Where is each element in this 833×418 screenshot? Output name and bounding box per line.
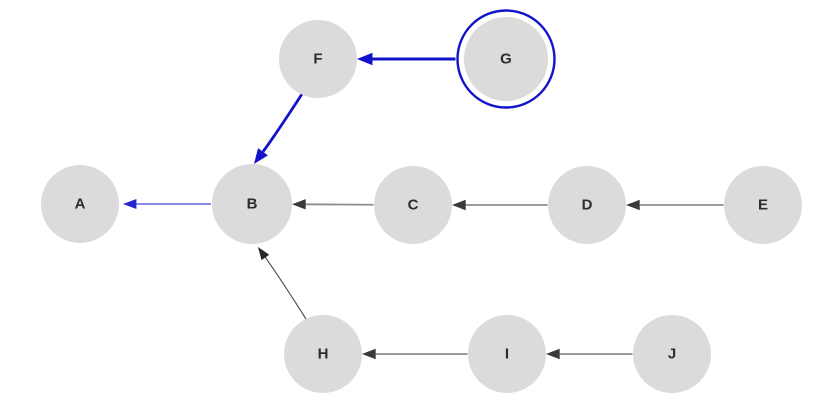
edge-C-B [291, 199, 374, 210]
edge-G-F [357, 52, 456, 66]
node-D[interactable]: D [548, 166, 626, 244]
edge-E-D [626, 199, 724, 211]
node-J[interactable]: J [633, 315, 711, 393]
edge-line [264, 257, 307, 320]
edge-I-H [362, 348, 468, 360]
edge-H-B [258, 247, 307, 320]
edge-D-C [452, 199, 548, 211]
node-G[interactable]: G [456, 9, 556, 109]
arrowhead-icon [123, 198, 137, 210]
node-B[interactable]: B [212, 164, 292, 244]
node-circle[interactable] [548, 166, 626, 244]
arrowhead-icon [546, 348, 560, 360]
node-circle[interactable] [284, 315, 362, 393]
node-C[interactable]: C [374, 166, 452, 244]
node-circle[interactable] [633, 315, 711, 393]
node-circle[interactable] [464, 17, 548, 101]
node-E[interactable]: E [724, 166, 802, 244]
node-circle[interactable] [279, 20, 357, 98]
arrowhead-icon [291, 199, 306, 210]
edge-line [261, 93, 304, 153]
node-circle[interactable] [374, 166, 452, 244]
node-A[interactable]: A [41, 165, 119, 243]
edge-F-B [254, 93, 304, 164]
arrowhead-icon [258, 247, 270, 261]
edge-J-I [546, 348, 633, 360]
node-H[interactable]: H [284, 315, 362, 393]
node-circle[interactable] [468, 315, 546, 393]
arrowhead-icon [452, 199, 466, 211]
arrowhead-icon [362, 348, 376, 360]
selection-ring [456, 9, 556, 109]
node-F[interactable]: F [279, 20, 357, 98]
arrowhead-icon [254, 148, 268, 164]
node-circle[interactable] [724, 166, 802, 244]
arrowhead-icon [626, 199, 640, 211]
node-I[interactable]: I [468, 315, 546, 393]
node-circle[interactable] [212, 164, 292, 244]
node-circle[interactable] [41, 165, 119, 243]
arrowhead-icon [357, 52, 373, 66]
edge-B-A [123, 198, 211, 210]
